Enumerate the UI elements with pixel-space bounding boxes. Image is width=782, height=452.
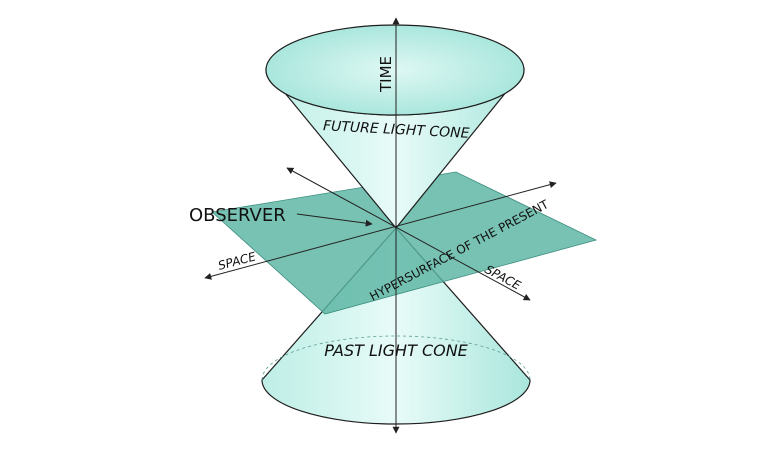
observer-label: OBSERVER [189, 205, 286, 226]
space-label-right: SPACE [483, 262, 524, 293]
axes [204, 17, 557, 434]
observer-pointer-arrow [296, 213, 373, 227]
future-light-cone-label: FUTURE LIGHT CONE [323, 118, 470, 142]
space-axis-2 [286, 167, 531, 301]
time-label: TIME [377, 56, 395, 93]
past-light-cone-label: PAST LIGHT CONE [324, 341, 468, 360]
